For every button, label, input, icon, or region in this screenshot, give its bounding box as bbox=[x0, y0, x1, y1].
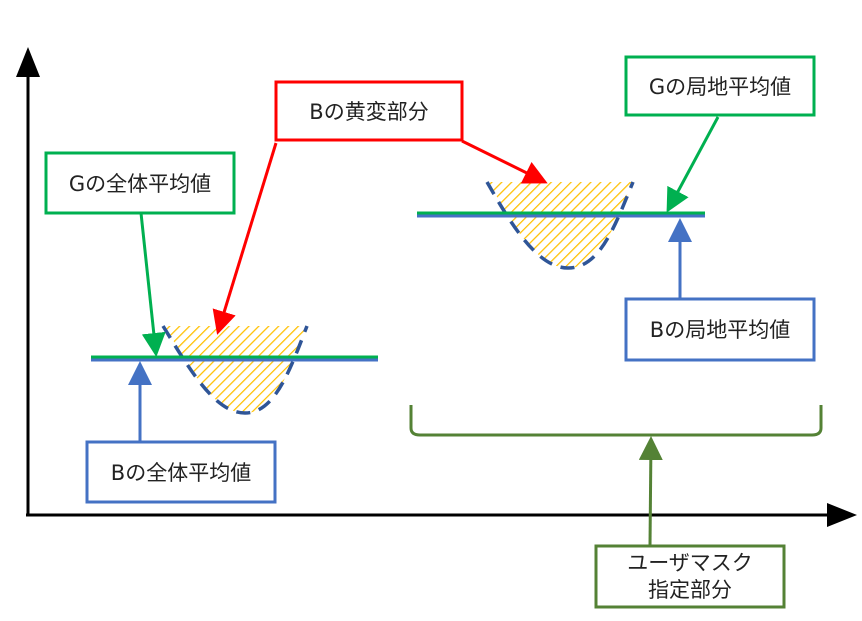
user-mask-bracket bbox=[409, 405, 823, 437]
curve-left bbox=[161, 325, 309, 415]
arrow-g-local bbox=[666, 116, 720, 213]
label-user-mask: ユーザマスク 指定部分 bbox=[594, 544, 786, 609]
label-g-local: Gの局地平均値 bbox=[624, 55, 816, 117]
arrow-b-yellow-right bbox=[461, 139, 548, 184]
arrow-user-mask bbox=[638, 436, 663, 547]
arrow-b-yellow-left bbox=[212, 142, 278, 335]
label-b-global-text: Bの全体平均値 bbox=[111, 461, 251, 485]
arrow-g-global bbox=[139, 212, 166, 357]
yellowed-region-right bbox=[489, 182, 632, 268]
label-g-global: Gの全体平均値 bbox=[44, 151, 236, 215]
label-g-local-text: Gの局地平均値 bbox=[649, 75, 791, 99]
label-b-yellow: Bの黄変部分 bbox=[274, 80, 464, 142]
label-g-global-text: Gの全体平均値 bbox=[69, 172, 211, 196]
curve-right bbox=[485, 181, 635, 270]
label-user-mask-line2: 指定部分 bbox=[648, 578, 732, 602]
yellowed-region-left bbox=[165, 326, 306, 413]
label-user-mask-line1: ユーザマスク bbox=[627, 551, 753, 575]
label-b-yellow-text: Bの黄変部分 bbox=[309, 100, 428, 124]
label-b-global: Bの全体平均値 bbox=[85, 440, 277, 504]
label-b-local: Bの局地平均値 bbox=[624, 297, 816, 362]
label-b-local-text: Bの局地平均値 bbox=[650, 318, 790, 342]
